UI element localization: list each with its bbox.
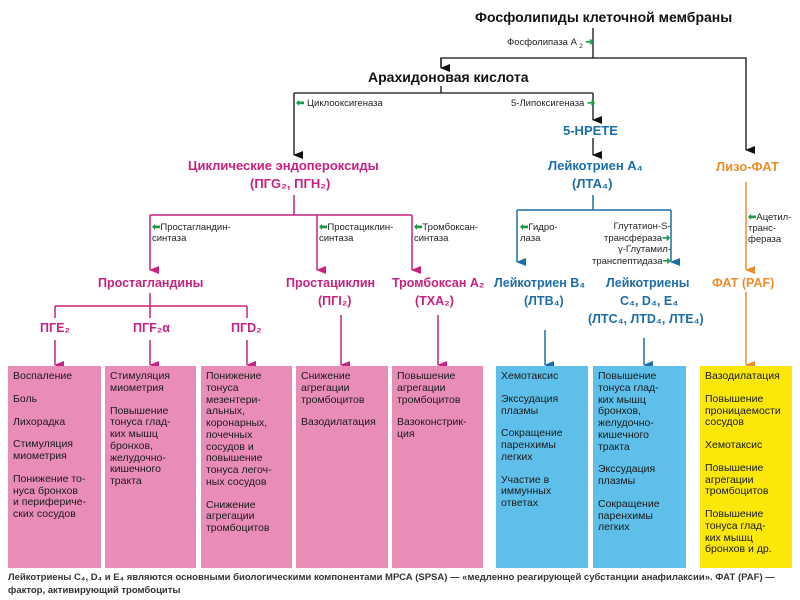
effect-item: Боль [13,392,38,405]
effect-item: Стимуляция миометрия [110,370,170,394]
green-arrow-icon: ⬅ [152,222,161,233]
effects-box-pgf2a: Стимуляция миометрия Повышение тонуса гл… [105,366,196,568]
green-arrow-icon: ⬅ [520,222,529,233]
footnote: Лейкотриены C₄, D₄ и E₄ являются основны… [8,572,775,596]
pge2: ПГЕ₂ [40,321,70,335]
leukotrienes-cde-abbr: (ЛТС₄, ЛТD₄, ЛТЕ₄) [588,312,704,326]
green-arrow-icon: ⬅ [748,212,757,223]
lyso-paf: Лизо-ФАТ [716,159,779,174]
effect-item: Стимуляция миометрия [13,438,73,462]
prostacyclin: Простациклин [286,276,376,290]
effect-item: Экссудация плазмы [501,392,559,417]
effect-item: Вазодилатация [301,416,376,429]
enzyme-prostacyclin-synthase: ⬅Простациклин- синтаза [319,222,394,244]
leukotriene-b4: Лейкотриен B₄ [494,276,586,290]
thromboxane-a2: Тромбоксан A₂ [392,276,485,290]
green-arrow-icon: ⬅ [414,222,423,233]
effect-item: Вазоконстрик- ция [397,416,467,440]
effect-item: Участие в иммунных ответах [501,473,552,509]
effect-item: Понижение тонуса мезентери- альных, коро… [206,370,272,488]
effects-box-ltcde: Повышение тонуса глад- ких мышц бронхов,… [593,366,686,568]
enzyme-hydrolase: ⬅Гидро- лаза [520,222,558,244]
enzyme-thromboxane-synthase: ⬅Тромбоксан- синтаза [414,222,479,244]
effect-item: Снижение агрегации тромбоцитов [301,370,365,406]
effects-box-pge2: Воспаление Боль Лихорадка Стимуляция мио… [8,366,101,568]
effects-box-prostacyclin: Снижение агрегации тромбоцитов Вазодилат… [296,366,388,568]
effect-item: Воспаление [13,370,73,382]
enzyme-phospholipase: Фосфолипаза A 2 ➜ [507,37,594,50]
effect-item: Вазодилатация [705,370,780,382]
paf: ФАТ (PAF) [712,276,775,290]
thromboxane-a2-abbr: (ТХА₂) [415,294,454,308]
hpete-node: 5-НРЕТЕ [563,123,618,138]
effect-item: Повышение проницаемости сосудов [705,392,781,429]
enzyme-cyclooxygenase: ⬅ Циклооксигеназа [296,98,383,109]
green-arrow-icon: ➜ [662,232,671,244]
green-arrow-icon: ➜ [585,37,594,48]
cyclic-endoperoxides-formula: (ПГG₂, ПГН₂) [250,176,331,191]
pgd2: ПГD₂ [231,321,262,335]
leukotriene-a4-abbr: (ЛТА₄) [572,176,613,191]
effect-item: Повышение тонуса глад- ких мышц бронхов,… [598,370,659,453]
effect-item: Повышение тонуса глад- ких мышц бронхов … [705,508,772,556]
leukotrienes-cde-names: C₄, D₄, E₄ [620,294,679,308]
enzyme-acetyltransferase: ⬅Ацетил- транс- фераза [748,212,792,245]
effects-box-paf: Вазодилатация Повышение проницаемости со… [700,366,792,568]
green-arrow-icon: ⬅ [319,222,328,233]
effect-item: Снижение агрегации тромбоцитов [206,498,270,534]
effect-item: Повышение агрегации тромбоцитов [705,461,769,498]
phospholipids-title: Фосфолипиды клеточной мембраны [475,9,733,25]
green-arrow-icon: ⬅ [296,98,305,109]
effects-box-pgd2: Понижение тонуса мезентери- альных, коро… [201,366,292,568]
effect-item: Лихорадка [13,415,66,428]
effect-item: Экссудация плазмы [598,463,656,487]
prostacyclin-abbr: (ПГI₂) [318,294,352,308]
green-arrow-icon: ➜ [586,98,596,109]
leukotriene-b4-abbr: (ЛТВ₄) [524,294,564,308]
effects-box-thromboxane: Повышение агрегации тромбоцитов Вазоконс… [392,366,483,568]
effects-box-ltb4: Хемотаксис Экссудация плазмы Сокращение … [496,366,588,568]
enzyme-glutathione-transferase: Глутатион-S- трансфераза➜ [604,221,671,244]
green-arrow-icon: ➜ [662,255,671,267]
enzyme-glutamyl-transpeptidase: γ-Глутамил- транспептидаза➜ [592,244,671,267]
leukotriene-a4: Лейкотриен A₄ [548,158,643,173]
enzyme-prostaglandin-synthase: ⬅Простагландин- синтаза [152,222,231,244]
leukotrienes-cde: Лейкотриены [606,276,690,290]
effect-item: Понижение то- нуса бронхов и перифериче-… [13,472,87,520]
effect-item: Повышение тонуса глад- ких мышц бронхов,… [110,404,171,487]
prostaglandins: Простагландины [98,276,204,290]
cyclic-endoperoxides: Циклические эндопероксиды [188,158,379,173]
effect-item: Повышение агрегации тромбоцитов [397,370,461,406]
effect-item: Хемотаксис [501,370,559,382]
effect-item: Сокращение паренхимы легких [501,427,563,463]
enzyme-lipoxygenase: 5-Липоксигеназа ➜ [511,98,596,109]
arachidonic-acid: Арахидоновая кислота [368,69,529,85]
effect-item: Хемотаксис [705,439,763,451]
effect-item: Сокращение паренхимы легких [598,497,660,534]
pgf2a: ПГF₂α [133,321,170,335]
